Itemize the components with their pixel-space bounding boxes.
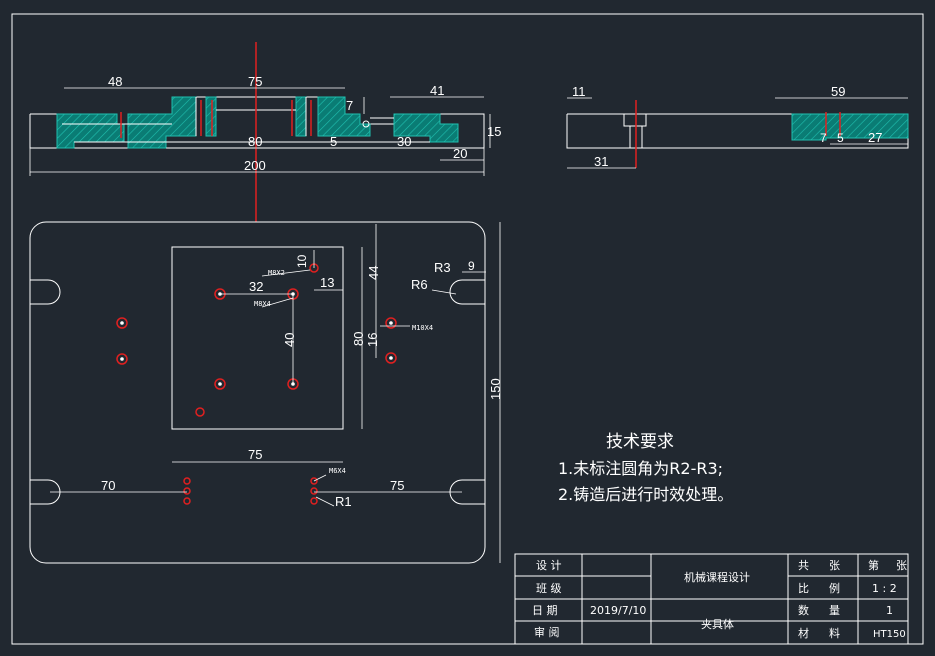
side-view-hole-marks xyxy=(635,100,841,168)
label-material-1: 材 xyxy=(798,626,809,640)
label-sheets: 张 xyxy=(829,559,840,572)
title-block-text: 设 计 班 级 日 期 审 阅 2019/7/10 机械课程设计 夹具体 共 张… xyxy=(532,558,907,640)
dim-27: 27 xyxy=(868,130,882,145)
front-view xyxy=(29,96,485,149)
part-name: 夹具体 xyxy=(701,617,734,631)
label-design: 设 计 xyxy=(536,559,562,572)
drawing-border xyxy=(11,13,924,645)
dim-44: 44 xyxy=(366,266,381,280)
dim-32: 32 xyxy=(249,279,263,294)
requirements-title: 技术要求 xyxy=(606,432,674,452)
material-value: HT150 xyxy=(873,629,906,640)
radius-r1: R1 xyxy=(335,494,352,509)
label-date: 日 期 xyxy=(532,604,558,617)
dim-80-top: 80 xyxy=(351,332,366,346)
dim-75-right: 75 xyxy=(390,478,404,493)
label-page: 第 xyxy=(868,558,879,572)
dim-48: 48 xyxy=(108,74,122,89)
dim-7-side: 7 xyxy=(820,131,827,145)
side-view-dim-lines xyxy=(567,97,908,169)
front-view-hole-marks xyxy=(120,42,312,222)
dim-16: 16 xyxy=(365,333,380,347)
dim-20: 20 xyxy=(453,146,467,161)
top-view xyxy=(29,221,486,564)
dim-70: 70 xyxy=(101,478,115,493)
hole-label-m8x4: M8X4 xyxy=(254,300,271,308)
dim-40: 40 xyxy=(282,333,297,347)
front-view-dim-lines xyxy=(29,87,491,176)
dim-13: 13 xyxy=(320,275,334,290)
scale-value: 1 : 2 xyxy=(872,582,897,595)
top-view-dim-lines xyxy=(50,222,501,563)
label-class: 班 级 xyxy=(536,582,562,595)
dim-80-front: 80 xyxy=(248,134,262,149)
label-scale-1: 比 xyxy=(798,582,809,595)
dim-31: 31 xyxy=(594,154,608,169)
label-material-2: 料 xyxy=(829,626,840,640)
label-page-sheets: 张 xyxy=(896,559,907,572)
course-name: 机械课程设计 xyxy=(684,570,750,584)
label-review: 审 阅 xyxy=(534,625,560,639)
dim-10: 10 xyxy=(295,254,309,268)
title-block xyxy=(514,553,909,645)
radius-r3: R3 xyxy=(434,260,451,275)
hole-label-m8x2: M8X2 xyxy=(268,269,285,277)
label-total: 共 xyxy=(798,559,809,572)
dim-200: 200 xyxy=(244,158,266,173)
radius-r6: R6 xyxy=(411,277,428,292)
hole-label-m6x4: M6X4 xyxy=(329,467,346,475)
dim-5-front: 5 xyxy=(330,134,337,149)
dim-5-side: 5 xyxy=(837,131,844,145)
qty-value: 1 xyxy=(886,604,893,617)
dim-75-front: 75 xyxy=(248,74,262,89)
dim-30: 30 xyxy=(397,134,411,149)
label-qty-2: 量 xyxy=(829,604,840,617)
label-scale-2: 例 xyxy=(829,581,840,595)
side-view xyxy=(566,113,909,149)
dim-59: 59 xyxy=(831,84,845,99)
hole-label-m10x4: M10X4 xyxy=(412,324,433,332)
requirements-line-2: 2.铸造后进行时效处理。 xyxy=(558,485,733,504)
top-view-holes xyxy=(116,263,397,505)
dim-15: 15 xyxy=(487,124,501,139)
dim-75-inner: 75 xyxy=(248,447,262,462)
date-value: 2019/7/10 xyxy=(590,604,646,617)
dim-41: 41 xyxy=(430,83,444,98)
dim-9: 9 xyxy=(468,259,475,273)
requirements-line-1: 1.未标注圆角为R2-R3; xyxy=(558,459,723,478)
label-qty-1: 数 xyxy=(798,604,809,617)
dim-150: 150 xyxy=(488,378,503,400)
dim-11: 11 xyxy=(572,84,586,99)
dim-7-front: 7 xyxy=(346,98,353,113)
